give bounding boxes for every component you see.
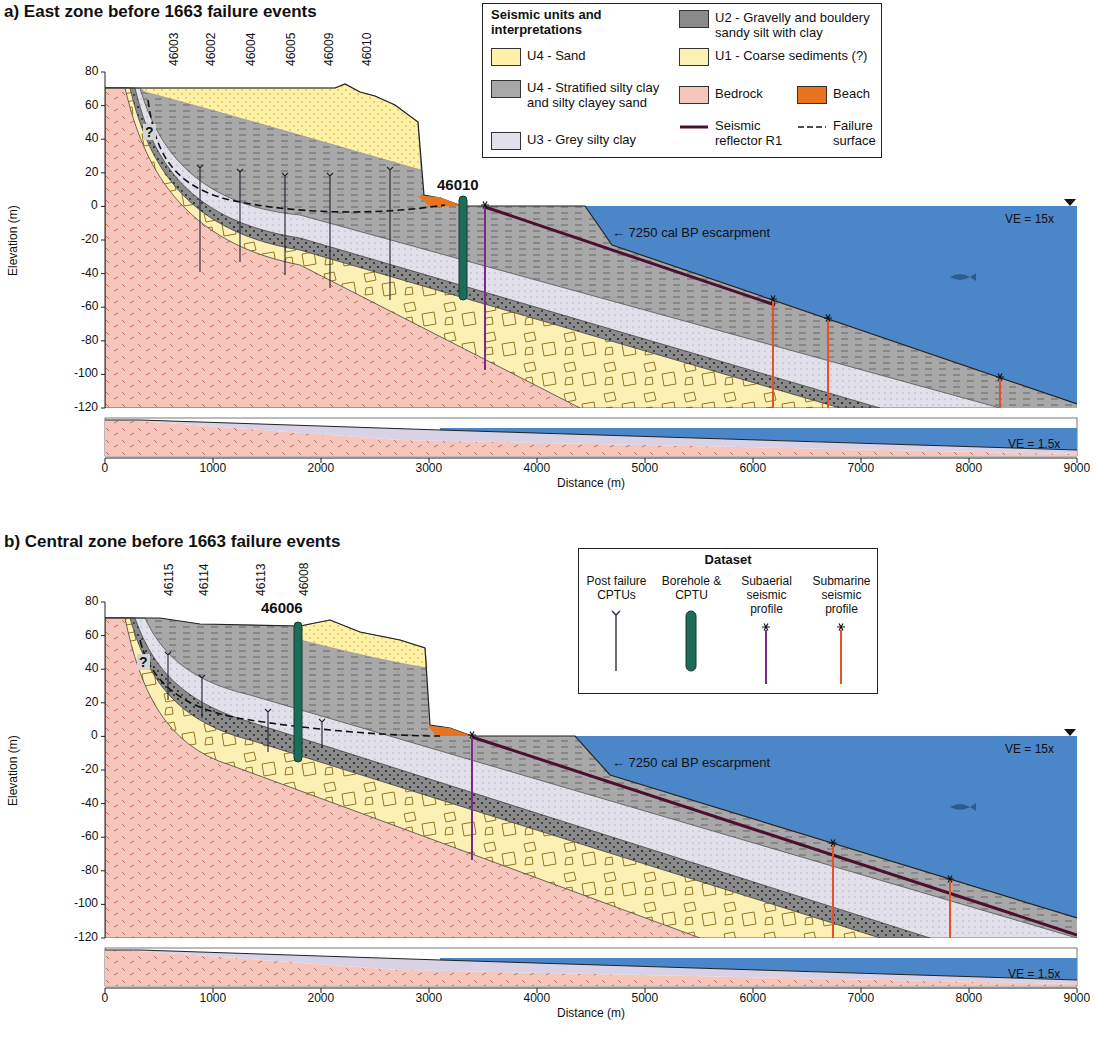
panel-a-geology — [105, 84, 1077, 408]
tick-label: -40 — [81, 797, 98, 811]
escarpment-note: ← 7250 cal BP escarpment — [612, 226, 770, 241]
tick-label: -60 — [81, 300, 98, 314]
scale-note: VE = 15x — [1005, 213, 1054, 227]
legend-swatch — [679, 48, 709, 66]
tick-label: -100 — [74, 367, 98, 381]
tick-label: 4000 — [524, 992, 551, 1006]
tick-label: 80 — [85, 65, 98, 79]
tick-label: 3000 — [416, 992, 443, 1006]
legend-text: U1 - Coarse sediments (?) — [715, 49, 875, 64]
tick-label: 60 — [85, 629, 98, 643]
tick-label: -120 — [74, 401, 98, 415]
query-mark: ? — [137, 654, 150, 670]
tick-label: 20 — [85, 696, 98, 710]
tick-label: 1000 — [200, 992, 227, 1006]
tick-label: 20 — [85, 166, 98, 180]
legend-text: Borehole & CPTU — [656, 575, 727, 603]
borehole-id: 46002 — [205, 33, 219, 66]
tick-label: 6000 — [740, 462, 767, 476]
axis-title: Elevation (m) — [7, 735, 21, 806]
query-mark: ? — [143, 124, 156, 140]
tick-label: 40 — [85, 662, 98, 676]
tick-label: 7000 — [848, 462, 875, 476]
tick-label: 9000 — [1064, 992, 1091, 1006]
escarpment-note: ← 7250 cal BP escarpment — [612, 756, 770, 771]
tick-label: 80 — [85, 595, 98, 609]
tick-label: -80 — [81, 864, 98, 878]
tick-label: 8000 — [956, 462, 983, 476]
legend-box: DatasetPost failure CPTUsBorehole & CPTU… — [578, 548, 878, 694]
tick-label: 2000 — [308, 992, 335, 1006]
borehole-id: 46008 — [298, 563, 312, 596]
axis-title: Distance (m) — [557, 477, 625, 491]
panel-title: a) East zone before 1663 failure events — [4, 2, 317, 22]
tick-label: 2000 — [308, 462, 335, 476]
legend-swatch — [491, 132, 521, 150]
tick-label: 3000 — [416, 462, 443, 476]
legend-heading: Seismic units and interpretations — [491, 8, 661, 38]
tick-label: 6000 — [740, 992, 767, 1006]
tick-label: -40 — [81, 267, 98, 281]
tick-label: 5000 — [632, 992, 659, 1006]
scale-note: VE = 1.5x — [1008, 438, 1060, 452]
tick-label: -100 — [74, 897, 98, 911]
tick-label: 9000 — [1064, 462, 1091, 476]
panel-title: b) Central zone before 1663 failure even… — [4, 532, 340, 552]
legend-heading: Dataset — [579, 553, 877, 568]
legend-text: Failure surface — [833, 119, 885, 149]
axis-title: Distance (m) — [557, 1007, 625, 1021]
borehole-id: 46004 — [245, 33, 259, 66]
tick-label: 0 — [91, 729, 98, 743]
borehole-id: 46114 — [198, 564, 212, 596]
legend-text: Subaerial seismic profile — [731, 575, 802, 616]
legend-text: Bedrock — [715, 87, 785, 102]
dataset-symbol — [831, 622, 851, 686]
tick-label: 5000 — [632, 462, 659, 476]
dataset-symbol — [756, 622, 776, 686]
legend-text: U2 - Gravelly and bouldery sandy silt wi… — [715, 11, 875, 41]
legend-swatch — [491, 80, 521, 98]
tick-label: -20 — [81, 763, 98, 777]
borehole-id: 46009 — [323, 33, 337, 66]
borehole-id: 46006 — [261, 599, 303, 616]
legend-text: Submarine seismic profile — [806, 575, 877, 616]
legend-swatch — [797, 86, 827, 104]
tick-label: 60 — [85, 99, 98, 113]
borehole-id: 46003 — [168, 33, 182, 66]
tick-label: 1000 — [200, 462, 227, 476]
tick-label: 0 — [91, 199, 98, 213]
legend-text: U4 - Stratified silty clay and silty cla… — [527, 81, 677, 111]
axis-title: Elevation (m) — [7, 205, 21, 276]
legend-text: U4 - Sand — [527, 49, 667, 64]
legend-text: Beach — [833, 87, 885, 102]
tick-label: 8000 — [956, 992, 983, 1006]
scale-note: VE = 1.5x — [1008, 968, 1060, 982]
tick-label: -80 — [81, 334, 98, 348]
legend-text: Seismic reflector R1 — [715, 119, 795, 149]
tick-label: 4000 — [524, 462, 551, 476]
tick-label: -60 — [81, 830, 98, 844]
legend-swatch — [491, 48, 521, 66]
legend-text: U3 - Grey silty clay — [527, 133, 677, 148]
borehole-id: 46010 — [437, 176, 479, 193]
dataset-symbol — [606, 609, 626, 673]
dataset-symbol — [681, 609, 701, 673]
legend-swatch — [679, 10, 709, 28]
borehole-id: 46115 — [163, 564, 177, 596]
tick-label: 0 — [102, 462, 109, 476]
borehole-id: 46010 — [361, 33, 375, 66]
legend-box: Seismic units and interpretations U4 - Sa… — [482, 3, 882, 158]
tick-label: 7000 — [848, 992, 875, 1006]
legend-swatch — [679, 86, 709, 104]
tick-label: 40 — [85, 132, 98, 146]
tick-label: -20 — [81, 233, 98, 247]
tick-label: 0 — [102, 992, 109, 1006]
borehole-id: 46005 — [285, 33, 299, 66]
scale-note: VE = 15x — [1005, 743, 1054, 757]
tick-label: -120 — [74, 931, 98, 945]
legend-line-sample — [797, 118, 827, 136]
legend-text: Post failure CPTUs — [581, 575, 652, 603]
borehole-id: 46113 — [255, 564, 269, 596]
legend-line-sample — [679, 118, 709, 136]
